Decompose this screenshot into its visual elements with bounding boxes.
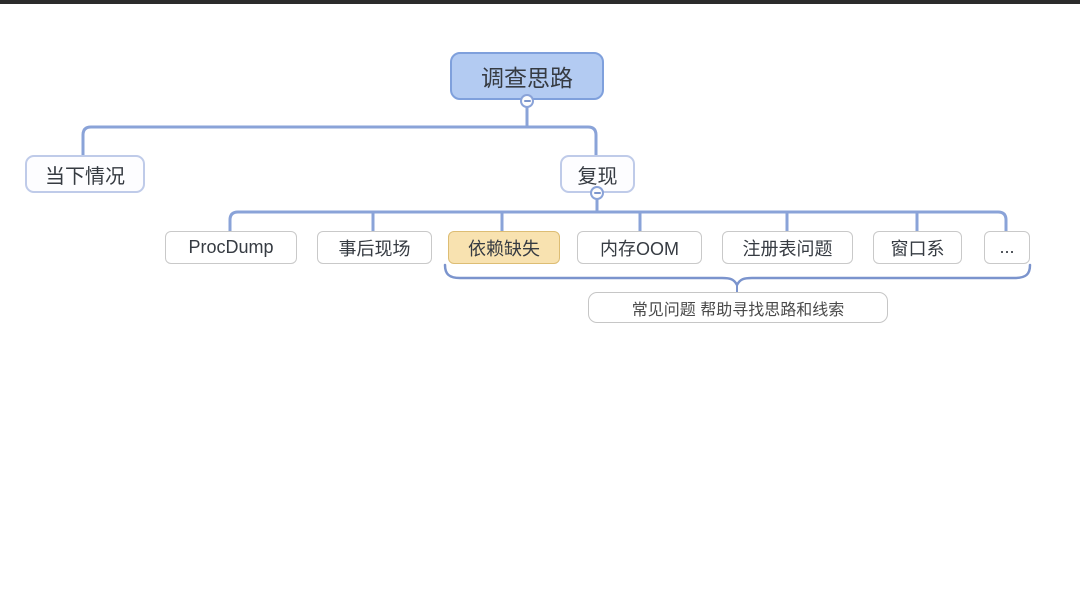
node-registry-issue[interactable]: 注册表问题 xyxy=(722,231,853,264)
minus-glyph xyxy=(523,100,531,102)
node-investigation-approach[interactable]: 调查思路 xyxy=(450,52,604,100)
minus-glyph xyxy=(593,192,601,194)
node-missing-dependency[interactable]: 依赖缺失 xyxy=(448,231,560,264)
node-procdump[interactable]: ProcDump xyxy=(165,231,297,264)
node-current-situation[interactable]: 当下情况 xyxy=(25,155,145,193)
node-window-related[interactable]: 窗口系 xyxy=(873,231,962,264)
level1-connector xyxy=(81,125,598,157)
window-top-edge xyxy=(0,0,1080,4)
level2-connector xyxy=(228,210,1008,233)
node-memory-oom[interactable]: 内存OOM xyxy=(577,231,702,264)
summary-common-problems[interactable]: 常见问题 帮助寻找思路和线索 xyxy=(588,292,888,323)
collapse-minus-icon[interactable] xyxy=(590,186,604,200)
summary-brace xyxy=(443,263,1032,288)
node-ellipsis[interactable]: ... xyxy=(984,231,1030,264)
node-postmortem-scene[interactable]: 事后现场 xyxy=(317,231,432,264)
collapse-minus-icon[interactable] xyxy=(520,94,534,108)
